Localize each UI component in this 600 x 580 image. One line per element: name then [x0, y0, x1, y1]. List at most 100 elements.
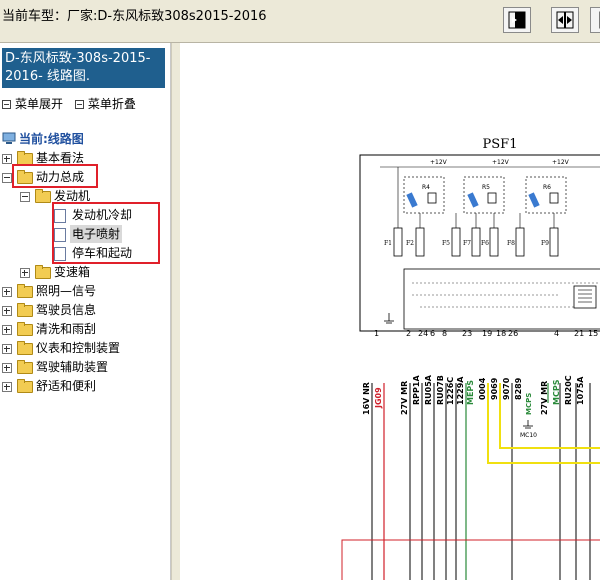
pin-number: 8 [442, 329, 447, 338]
fuse-label: F2 [406, 240, 414, 247]
plus-icon[interactable] [2, 344, 12, 354]
supply-label: +12V [552, 159, 570, 166]
highlight-box [12, 164, 98, 188]
plus-icon[interactable] [2, 363, 12, 373]
wire-label: RU05A [424, 374, 433, 405]
plus-icon[interactable] [2, 325, 12, 335]
tree-item-label: 发动机 [54, 189, 91, 203]
wire-label: 16V NR [362, 382, 371, 415]
fuse-label: F5 [442, 240, 450, 247]
relay-label: R4 [422, 184, 430, 191]
collapse-icon [74, 100, 84, 109]
module-title: PSF1 [483, 137, 518, 152]
tree-item-label: 清洗和雨刮 [36, 322, 97, 336]
supply-label: +12V [492, 159, 510, 166]
collapse-left-icon [599, 11, 600, 29]
minus-icon[interactable] [20, 192, 30, 202]
tree-item-label: 驾驶员信息 [36, 303, 97, 317]
folder-icon [17, 303, 33, 317]
wire-label: RU07B [436, 375, 445, 405]
document-icon [54, 247, 66, 261]
menu-collapse-button[interactable]: 菜单折叠 [74, 95, 136, 112]
minus-icon[interactable] [2, 173, 12, 183]
module-outline [359, 154, 600, 332]
chip-icon [573, 285, 597, 309]
folder-icon [17, 151, 33, 165]
menu-collapse-label: 菜单折叠 [87, 97, 136, 111]
current-car-model: 当前车型：厂家:D-东风标致308s2015-2016 [2, 9, 267, 24]
plus-icon[interactable] [2, 382, 12, 392]
pin-number: 24 [418, 329, 428, 338]
wire-label: MCPS [552, 379, 561, 405]
folder-icon [17, 360, 33, 374]
tree-root-label: 当前:线路图 [19, 132, 84, 146]
tree-item-label: 发动机冷却 [72, 208, 133, 222]
pin-number: 6 [430, 329, 435, 338]
collapse-left-button[interactable] [590, 7, 600, 33]
diagram-viewer[interactable]: PSF1 +12V +12V +12V R4 R5 R6 [180, 43, 600, 580]
folder-icon [17, 284, 33, 298]
wire-label: 1226C [446, 377, 455, 405]
fuse-label: F7 [463, 240, 471, 247]
ground-label: MCPS [525, 393, 533, 415]
pin-number: 15 [588, 329, 598, 338]
wire-label: 0004 [478, 377, 487, 400]
current-diagram-title: D-东风标致-308s-2015-2016- 线路图. [2, 48, 165, 88]
pin-number: 21 [574, 329, 584, 338]
folder-open-icon [35, 189, 51, 203]
plus-icon[interactable] [2, 154, 12, 164]
fuse-label: F8 [507, 240, 515, 247]
wire-label: 9070 [502, 377, 511, 400]
folder-open-icon [17, 170, 33, 184]
menu-controls: 菜单展开 菜单折叠 [2, 95, 136, 112]
folder-icon [17, 379, 33, 393]
pin-number: 18 [496, 329, 506, 338]
folder-icon [17, 341, 33, 355]
supply-label: +12V [430, 159, 448, 166]
fuse-label: F6 [481, 240, 489, 247]
computer-icon [2, 132, 16, 144]
document-icon [54, 228, 66, 242]
expand-right-button[interactable] [503, 7, 531, 33]
wire-label: RPP1A [412, 375, 421, 405]
wire-label: 1229A [456, 376, 465, 405]
expand-icon [2, 100, 11, 109]
wire-label: 27V MR [400, 381, 409, 415]
pin-number: 2 [406, 329, 411, 338]
wiring-diagram: PSF1 +12V +12V +12V R4 R5 R6 [341, 137, 600, 580]
wire-label: MEPS [466, 380, 475, 405]
tree-item-label: 停车和起动 [72, 246, 133, 260]
fit-button[interactable] [551, 7, 579, 33]
plus-icon[interactable] [2, 306, 12, 316]
top-bar: 当前车型：厂家:D-东风标致308s2015-2016 [0, 0, 600, 43]
fuse-label: F9 [541, 240, 549, 247]
pin-number: 23 [462, 329, 472, 338]
tree-item-label: 驾驶辅助装置 [36, 360, 109, 374]
wire-label: 9069 [490, 377, 499, 400]
document-icon [54, 209, 66, 223]
wire-label: 1075A [576, 376, 585, 405]
expand-right-icon [508, 11, 526, 29]
menu-expand-button[interactable]: 菜单展开 [2, 95, 63, 112]
folder-icon [35, 265, 51, 279]
relay-label: R6 [543, 184, 551, 191]
highlight-box [52, 202, 160, 264]
ground-ref: MC10 [520, 432, 537, 439]
tree-item-label: 舒适和便利 [36, 379, 97, 393]
wire-label: JG09 [374, 387, 383, 409]
tree-item-label: 照明—信号 [36, 284, 97, 298]
plus-icon[interactable] [2, 287, 12, 297]
tree-item-label: 电子喷射 [70, 225, 123, 243]
chassis-ground-icon [384, 313, 394, 324]
tree-item-label: 仪表和控制装置 [36, 341, 121, 355]
pin-number: 26 [508, 329, 518, 338]
wire-label: RU20C [564, 375, 573, 405]
tree-item-label: 动力总成 [36, 170, 85, 184]
fit-icon [556, 11, 574, 29]
plus-icon[interactable] [20, 268, 30, 278]
relay-label: R5 [482, 184, 490, 191]
wire-label: 8289 [514, 377, 523, 400]
tree-item-label: 变速箱 [54, 265, 91, 279]
pin-number: 1 [374, 329, 379, 338]
pin-number: 4 [554, 329, 559, 338]
